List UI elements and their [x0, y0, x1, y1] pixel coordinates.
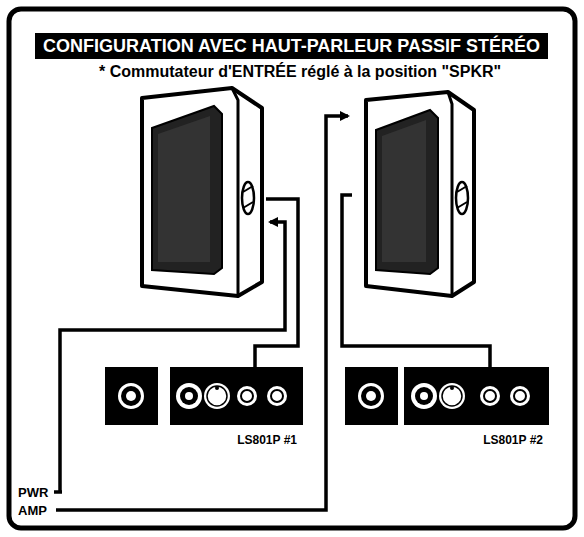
amp-panel: LS801P #1: [170, 367, 303, 447]
amp-panel-right: [345, 367, 549, 425]
wires: [54, 116, 490, 510]
model-label: LS801P #1: [235, 433, 299, 447]
model-label: LS801P #2: [481, 433, 545, 447]
speaker-right: [366, 92, 474, 296]
switch-note: * Commutateur d'ENTRÉE réglé à la positi…: [99, 62, 501, 82]
title-banner: CONFIGURATION AVEC HAUT-PARLEUR PASSIF S…: [35, 33, 548, 59]
amp-panel: LS801P #2: [404, 367, 549, 447]
signal-label: AMP: [18, 503, 47, 518]
amp-panel-left: [105, 367, 303, 425]
speaker-left: [142, 88, 262, 296]
outer-frame: [9, 9, 575, 528]
signal-label: PWR: [18, 485, 48, 500]
